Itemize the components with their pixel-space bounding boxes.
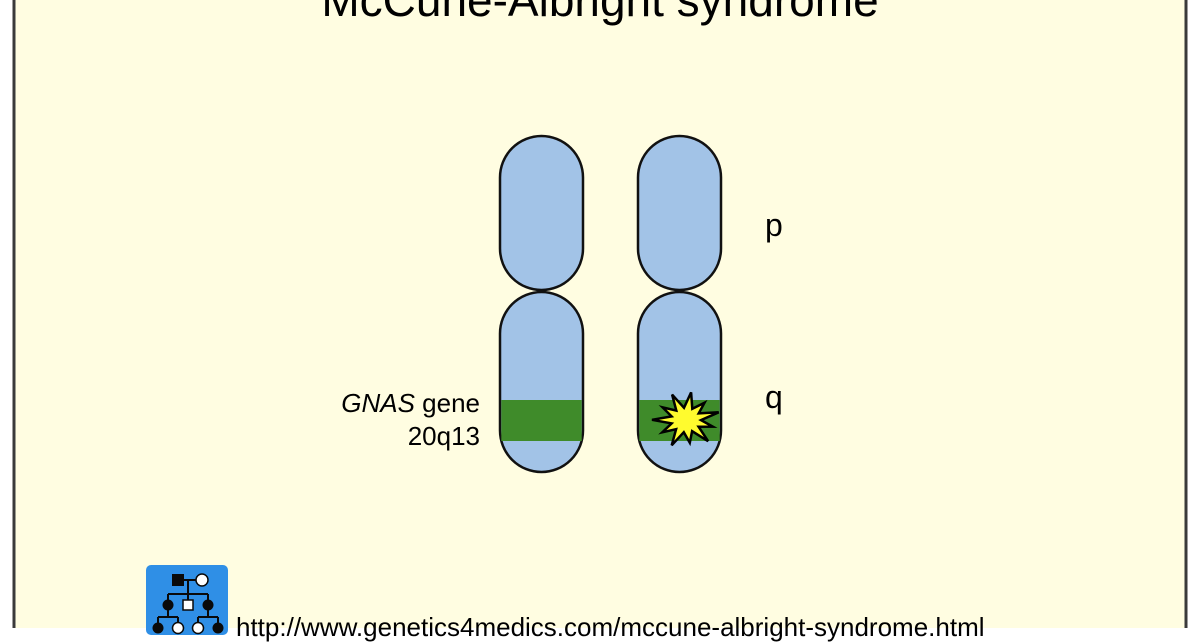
chromosome-mutated-q-arm [636, 290, 723, 474]
pedigree-icon [146, 565, 228, 635]
gene-word: gene [414, 388, 480, 418]
gene-locus: 20q13 [407, 421, 480, 451]
gene-label: GNAS gene 20q13 [300, 387, 480, 453]
starburst-icon [651, 391, 720, 447]
chromosome-normal [498, 134, 585, 474]
slide: McCune-Albright syndrome p q GNAS gene 2… [12, 0, 1188, 642]
chromosome-mutated-p-arm [636, 134, 723, 292]
q-arm-label: q [765, 379, 783, 415]
chromosome-normal-q-arm [498, 290, 585, 474]
slide-graphics [12, 0, 1188, 628]
slide-background [12, 0, 1188, 628]
gene-name: GNAS [341, 388, 415, 418]
source-link[interactable]: http://www.genetics4medics.com/mccune-al… [236, 612, 985, 642]
slide-title: McCune-Albright syndrome [321, 0, 879, 26]
pedigree-icon-graphic [152, 573, 224, 635]
p-arm-label: p [765, 207, 783, 243]
gene-band-normal [501, 400, 582, 441]
chromosome-normal-p-arm [498, 134, 585, 292]
chromosome-mutated [636, 134, 723, 474]
